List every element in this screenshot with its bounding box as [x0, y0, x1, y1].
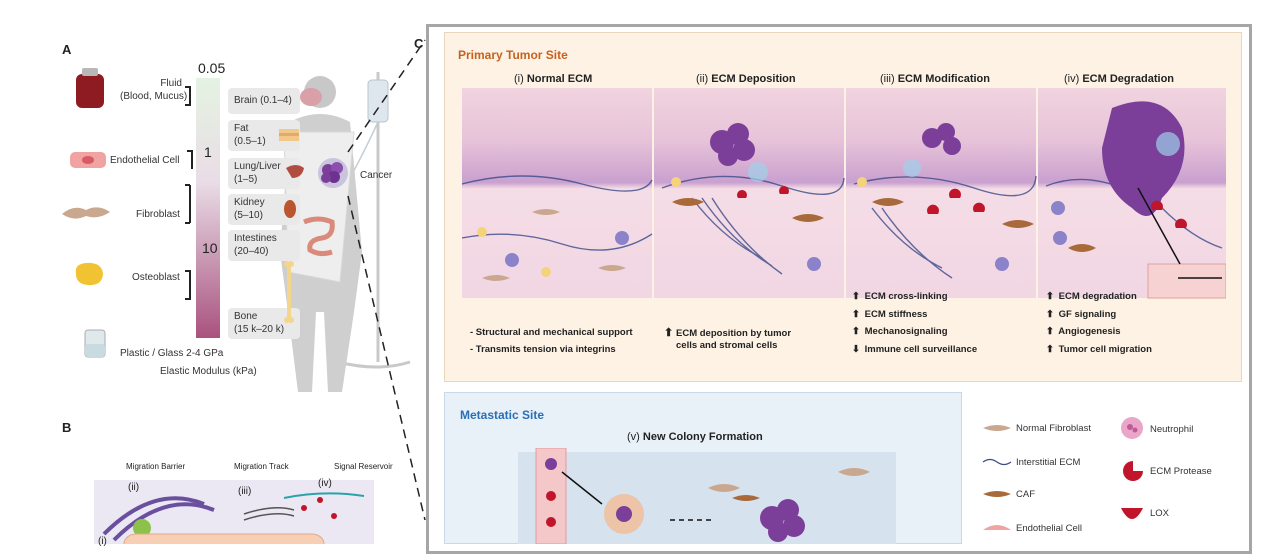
degradation-notes: ⬆ ECM degradation ⬆ GF signaling ⬆ Angio… — [1046, 288, 1152, 358]
tissue-strip-i — [462, 88, 652, 298]
legend-caf: CAF — [1016, 489, 1035, 500]
roman-ii: (ii) — [128, 482, 140, 493]
ecm-protease-icon — [1123, 461, 1143, 481]
arrow-icon: ⬇ — [852, 343, 860, 355]
degradation-note-1: ⬆ ECM degradation — [1046, 288, 1152, 306]
brain-icon — [300, 88, 322, 106]
degradation-note-2: ⬆ GF signaling — [1046, 306, 1152, 324]
arrow-icon: ⬆ — [1046, 326, 1054, 337]
normal-note-1: - Structural and mechanical support — [470, 327, 633, 338]
plastic-glass-label: Plastic / Glass 2-4 GPa — [120, 348, 224, 359]
arrow-icon: ⬆ — [852, 308, 860, 320]
stage-ii-title: (ii) ECM Deposition — [696, 73, 796, 85]
blood-bag-icon — [76, 68, 104, 108]
organ-lung-liver: Lung/Liver (1–5) — [228, 158, 300, 189]
panel-c-letter: C — [414, 36, 424, 51]
endothelial-cell-icon — [70, 152, 106, 168]
arrow-icon: ⬆ — [1046, 308, 1054, 320]
tumor-icon — [318, 158, 348, 188]
endothelial-label: Endothelial Cell — [110, 155, 180, 166]
legend-lox: LOX — [1150, 508, 1170, 519]
arrow-icon: ⬆ — [852, 291, 860, 302]
elastic-modulus-scale — [196, 78, 220, 338]
degradation-note-4: ⬆ Tumor cell migration — [1046, 341, 1152, 359]
scale-axis-label: Elastic Modulus (kPa) — [160, 366, 257, 377]
cancer-label: Cancer — [360, 170, 393, 181]
stage-iii-title: (iii) ECM Modification — [880, 73, 990, 85]
migration-track-label: Migration Track — [234, 462, 289, 471]
osteoblast-icon — [75, 262, 103, 286]
legend-endothelial-cell: Endothelial Cell — [1016, 523, 1083, 534]
bone-icon — [284, 261, 294, 323]
intestines-icon — [303, 216, 335, 257]
metastatic-site-title: Metastatic Site — [460, 408, 545, 422]
plastic-dish-icon — [84, 329, 106, 358]
liver-icon — [286, 165, 304, 178]
normal-note-2: - Transmits tension via integrins — [470, 344, 616, 355]
scale-top-value: 0.05 — [198, 60, 226, 76]
signal-reservoir-label: Signal Reservoir — [334, 462, 393, 471]
bracket-icon — [185, 86, 191, 106]
roman-iv: (iv) — [318, 478, 332, 489]
modification-notes: ⬆ ECM cross-linking ⬆ ECM stiffness ⬆ Me… — [852, 288, 977, 358]
modification-note-4: ⬇ Immune cell surveillance — [852, 341, 977, 359]
interstitial-ecm-icon — [982, 458, 1012, 466]
degradation-note-3: ⬆ Angiogenesis — [1046, 323, 1152, 341]
fat-icon — [279, 129, 299, 141]
roman-iii: (iii) — [238, 486, 252, 497]
roman-i: (i) — [98, 536, 107, 547]
modification-note-2: ⬆ ECM stiffness — [852, 306, 977, 324]
bracket-icon — [185, 184, 191, 224]
panel-b-letter: B — [62, 420, 72, 435]
caf-icon — [983, 491, 1011, 497]
neutrophil-icon — [1121, 417, 1143, 439]
legend-neutrophil: Neutrophil — [1150, 424, 1194, 435]
legend-interstitial-ecm: Interstitial ECM — [1016, 457, 1081, 468]
primary-site-title: Primary Tumor Site — [458, 48, 568, 62]
legend-ecm-protease: ECM Protease — [1150, 466, 1212, 477]
kidney-icon — [284, 200, 296, 218]
metastatic-illustration — [518, 448, 896, 544]
fluid-label: Fluid (Blood, Mucus) — [120, 78, 188, 102]
normal-ecm-notes: - Structural and mechanical support - Tr… — [470, 324, 633, 358]
scale-mid-value: 1 — [204, 144, 212, 160]
fibroblast-icon — [62, 207, 110, 219]
normal-fibroblast-icon — [983, 425, 1011, 431]
osteoblast-label: Osteoblast — [132, 272, 180, 283]
legend-normal-fibroblast: Normal Fibroblast — [1016, 423, 1091, 434]
endothelial-cell-legend-icon — [983, 525, 1011, 530]
stage-i-title: (i) Normal ECM — [514, 73, 593, 85]
arrow-icon: ⬆ — [1046, 291, 1054, 302]
tissue-strips-illustration — [462, 88, 1226, 299]
arrow-icon: ⬆ — [1046, 343, 1054, 355]
lox-icon — [1121, 508, 1143, 519]
migration-barrier-label: Migration Barrier — [126, 462, 186, 471]
organ-brain: Brain (0.1–4) — [228, 88, 300, 114]
scale-low-value: 10 — [202, 240, 218, 256]
stage-iv-title: (iv) ECM Degradation — [1064, 73, 1175, 85]
organ-intestines: Intestines (20–40) — [228, 230, 300, 261]
panel-a-letter: A — [62, 42, 72, 57]
arrow-icon: ⬆ — [852, 326, 860, 337]
modification-note-3: ⬆ Mechanosignaling — [852, 323, 977, 341]
up-arrow-icon: ⬆ — [664, 327, 674, 339]
bracket-icon — [185, 270, 191, 300]
stage-v-title: (v) New Colony Formation — [627, 431, 763, 443]
panel-b-ecm-illustration — [94, 480, 374, 544]
bracket-icon — [187, 150, 193, 169]
fibroblast-label: Fibroblast — [136, 209, 180, 220]
deposition-note: ECM deposition by tumor cells and stroma… — [676, 328, 792, 351]
modification-note-1: ⬆ ECM cross-linking — [852, 288, 977, 306]
